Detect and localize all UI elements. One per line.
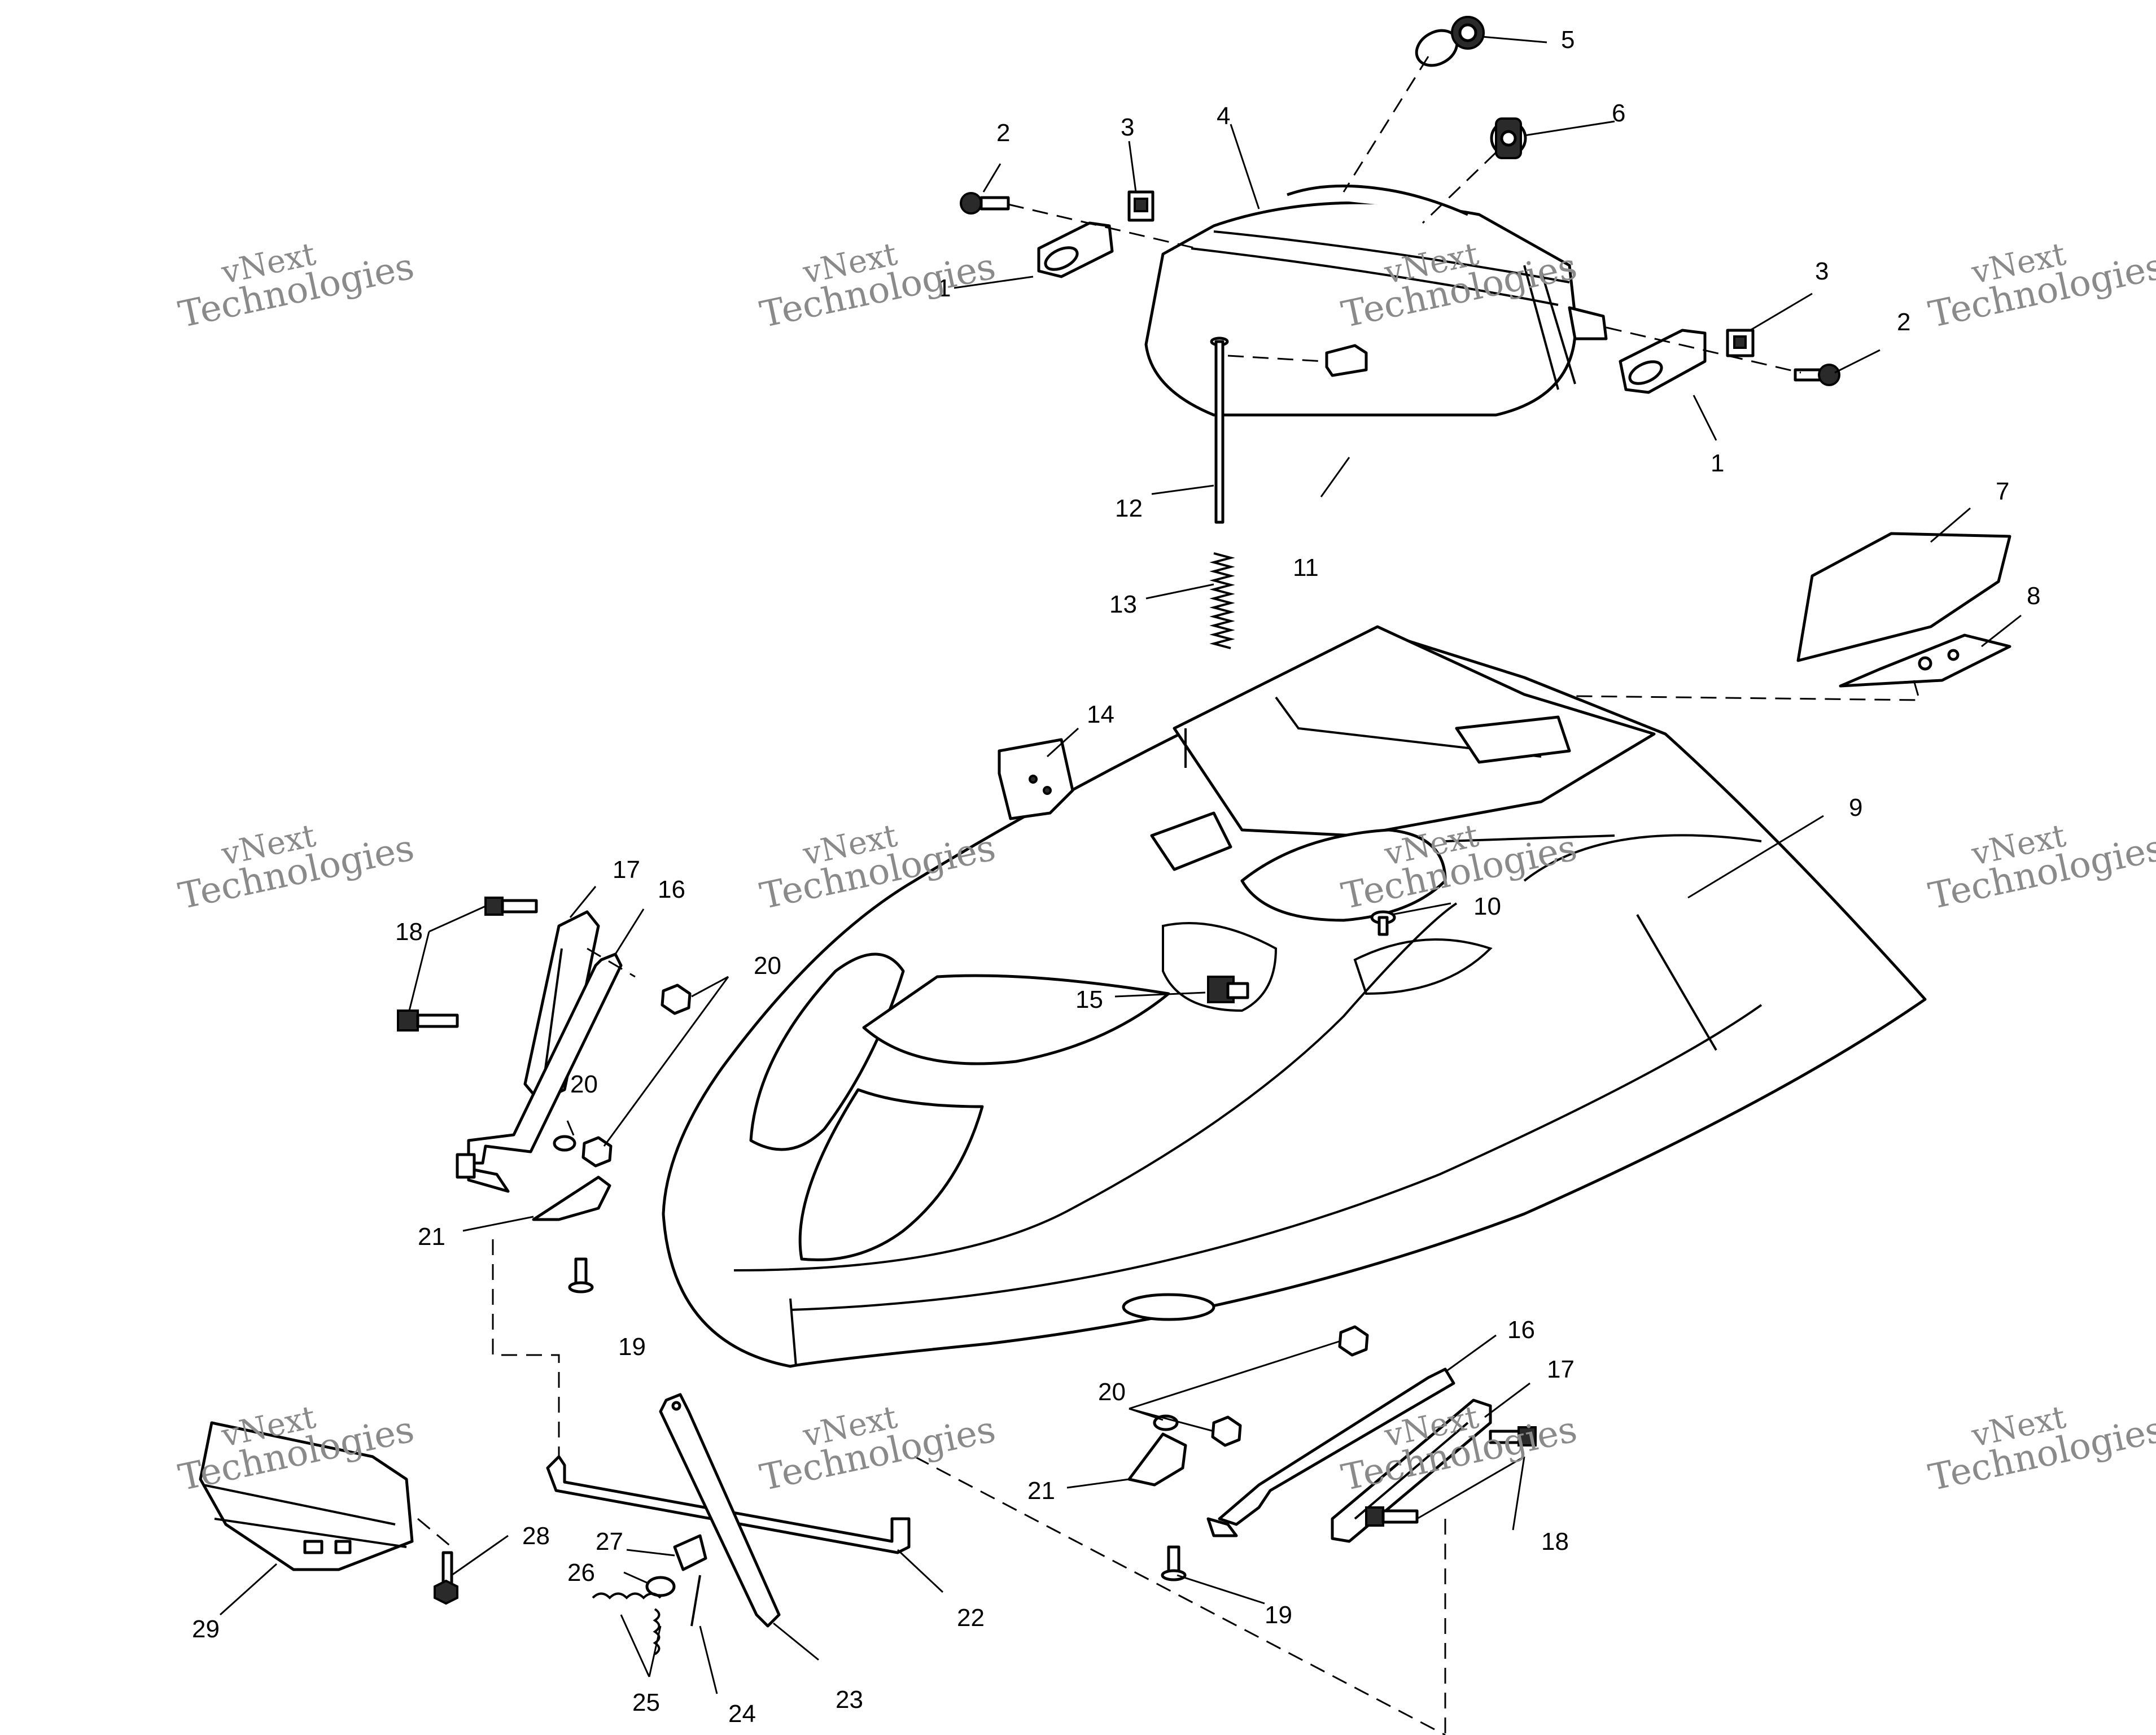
plate-17-right xyxy=(1331,1399,1492,1543)
bolt-28 xyxy=(434,1551,458,1605)
headlight-housing xyxy=(1144,184,1608,417)
callout-23: 23 xyxy=(836,1686,863,1714)
callout-26: 26 xyxy=(567,1559,595,1587)
callout-19-right: 19 xyxy=(1265,1601,1292,1629)
callout-22: 22 xyxy=(957,1604,985,1632)
knob-15 xyxy=(1207,976,1249,1003)
pin-24 xyxy=(690,1575,701,1627)
callout-20-left-b: 20 xyxy=(570,1070,598,1098)
callout-21-right: 21 xyxy=(1027,1477,1055,1505)
skid-29 xyxy=(199,1421,414,1571)
nut-20-left-b xyxy=(581,1136,613,1168)
bulb-6 xyxy=(1490,117,1527,159)
callout-3-left: 3 xyxy=(1121,113,1134,141)
callout-14: 14 xyxy=(1087,701,1114,728)
callout-20-left-a: 20 xyxy=(754,952,781,980)
callout-3-right: 3 xyxy=(1815,257,1829,285)
nut-20-right-b xyxy=(1211,1415,1242,1447)
callout-17-left: 17 xyxy=(613,856,640,884)
clip-21-right xyxy=(1127,1432,1187,1487)
callout-9: 9 xyxy=(1849,794,1862,821)
spring-13 xyxy=(1209,552,1235,649)
callout-28: 28 xyxy=(522,1522,550,1550)
callout-25: 25 xyxy=(632,1689,660,1716)
clip-11 xyxy=(1325,344,1368,377)
leader-lines xyxy=(219,36,2022,1694)
pin-left xyxy=(456,1153,510,1193)
watermark-1: vNext Technologies xyxy=(175,235,418,336)
clip-27 xyxy=(673,1534,707,1571)
callout-18-left: 18 xyxy=(395,918,423,946)
screw-2-left xyxy=(960,192,1010,215)
ring-26 xyxy=(645,1576,676,1597)
callout-19-left: 19 xyxy=(618,1333,646,1361)
reflector-7 xyxy=(1796,532,2011,662)
nut-20-right-a xyxy=(1338,1325,1369,1357)
clip-21-left xyxy=(532,1175,611,1221)
watermark-8: vNext Technologies xyxy=(1925,817,2156,917)
callout-24: 24 xyxy=(728,1700,756,1728)
bolt-18-lower-right xyxy=(1365,1506,1419,1527)
callout-16-right: 16 xyxy=(1507,1316,1535,1344)
callout-13: 13 xyxy=(1109,591,1137,618)
screw-19-right xyxy=(1161,1545,1187,1581)
bolt-18-upper-left xyxy=(484,897,538,916)
callout-12: 12 xyxy=(1115,495,1143,522)
washer-20-left xyxy=(553,1135,576,1152)
bulb-5 xyxy=(1415,16,1485,67)
screw-19-left xyxy=(568,1257,594,1293)
callout-labels: 1 1 2 2 3 3 4 5 6 7 8 9 10 11 12 13 14 1… xyxy=(192,26,2040,1728)
pin-right xyxy=(1206,1517,1238,1537)
callout-18-right: 18 xyxy=(1541,1528,1569,1555)
brace-23 xyxy=(659,1393,781,1628)
callout-5: 5 xyxy=(1561,26,1575,54)
callout-7: 7 xyxy=(1996,478,2009,505)
callout-21-left: 21 xyxy=(418,1223,445,1251)
nut-20-left-a xyxy=(661,984,692,1015)
callout-20-right: 20 xyxy=(1098,1378,1126,1406)
callout-16-left: 16 xyxy=(658,876,685,903)
bar-16-right xyxy=(1218,1367,1455,1526)
callout-29: 29 xyxy=(192,1615,220,1643)
watermark-12: vNext Technologies xyxy=(1925,1399,2156,1499)
bolt-18-lower-left xyxy=(397,1009,459,1032)
callout-11: 11 xyxy=(1293,554,1319,582)
callout-15: 15 xyxy=(1075,986,1103,1013)
pin-12 xyxy=(1210,336,1229,524)
bracket-1-right xyxy=(1619,329,1707,394)
screw-2-right xyxy=(1794,364,1840,386)
callout-1-left: 1 xyxy=(937,274,951,302)
callout-8: 8 xyxy=(2027,582,2040,610)
bracket-14 xyxy=(998,738,1074,820)
spring-25b xyxy=(653,1608,661,1655)
callout-17-right: 17 xyxy=(1547,1356,1575,1383)
screw-10 xyxy=(1370,910,1396,936)
watermark-2: vNext Technologies xyxy=(756,235,999,336)
clip-3-left xyxy=(1127,190,1154,222)
callout-1-right: 1 xyxy=(1711,449,1724,477)
brace-22 xyxy=(546,1455,911,1554)
watermark-11: vNext Technologies xyxy=(1338,1399,1581,1499)
callout-4: 4 xyxy=(1217,102,1230,130)
hood xyxy=(662,625,1927,1368)
bracket-1-left xyxy=(1037,221,1114,278)
plate-8 xyxy=(1839,633,2011,688)
spring-25a xyxy=(592,1592,662,1599)
callout-2-right: 2 xyxy=(1897,308,1910,336)
bolt-18-upper-right xyxy=(1489,1426,1537,1446)
watermark-5: vNext Technologies xyxy=(175,817,418,917)
watermark-4: vNext Technologies xyxy=(1925,235,2156,336)
clip-3-right xyxy=(1726,329,1755,357)
callout-10: 10 xyxy=(1473,893,1501,920)
callout-2-left: 2 xyxy=(996,119,1010,147)
callout-27: 27 xyxy=(596,1528,623,1555)
plate-17-left xyxy=(523,910,600,1103)
bar-16-left xyxy=(467,952,623,1165)
callout-6: 6 xyxy=(1612,99,1625,127)
